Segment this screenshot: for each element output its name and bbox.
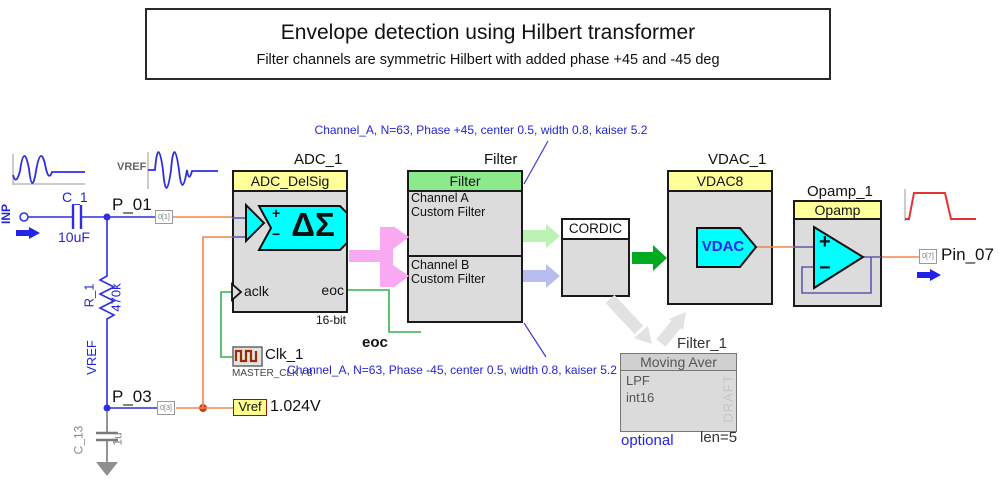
junction-dots: [103, 213, 207, 412]
pink-split-arrow: [349, 226, 409, 288]
p03-node-label: P_03: [112, 387, 152, 406]
cordic-block[interactable]: CORDIC: [561, 218, 630, 297]
channel-a-sub-label: Custom Filter: [411, 205, 486, 219]
blue-analog-wires[interactable]: [28, 216, 157, 409]
ground-icon: [96, 462, 118, 476]
adc-plus-label: +: [272, 205, 281, 221]
adc-minus-label: −: [272, 226, 281, 242]
adc-aclk-label: aclk: [244, 283, 269, 299]
optional-note-label: optional: [621, 432, 674, 449]
vref-value-label: 1.024V: [270, 398, 321, 415]
pin07-pin[interactable]: 0[7]: [919, 249, 937, 264]
vref-waveform-label: VREF: [117, 161, 147, 173]
filter-instance-title: Filter: [484, 151, 518, 168]
clock-source-label: MASTER_CLK / 8: [232, 368, 313, 379]
page-subtitle: Filter channels are symmetric Hilbert wi…: [256, 52, 720, 69]
inp-terminal-label: INP: [0, 203, 14, 225]
cordic-to-vdac-arrow: [632, 245, 667, 271]
opamp-plus-label: +: [819, 231, 831, 253]
c13-value-label: 1u: [110, 432, 125, 446]
filter1-line2-label: int16: [626, 390, 655, 405]
filter1-line1-label: LPF: [626, 373, 650, 388]
adc-instance-title: ADC_1: [294, 151, 343, 168]
cordic-to-filter1-arrow: [605, 294, 652, 344]
channel-a-label: Channel A: [411, 191, 469, 205]
c1-value-label: 10uF: [58, 229, 90, 245]
opamp-minus-label: −: [819, 257, 831, 279]
filter-header: Filter: [409, 172, 521, 192]
p01-pin[interactable]: 0[1]: [155, 210, 173, 224]
filter-block[interactable]: Filter: [407, 170, 523, 323]
vdac-instance-title: VDAC_1: [708, 151, 767, 168]
delta-sigma-label: ΔΣ: [291, 206, 335, 243]
vdac-header: VDAC8: [669, 172, 771, 192]
callout-lines: [523, 140, 549, 358]
draft-watermark: DRAFT: [720, 374, 736, 423]
adc-eoc-label: eoc: [321, 282, 344, 298]
inp-terminal[interactable]: [19, 212, 29, 222]
filter-channel-divider: [409, 255, 521, 257]
moving-average-header: Moving Aver: [621, 354, 736, 371]
channel-a-arrow: [523, 224, 560, 248]
moving-average-block[interactable]: Moving Aver: [620, 353, 737, 432]
r1-value-label: 470k: [108, 283, 124, 312]
inp-direction-arrow: [16, 227, 40, 239]
r1-name-label: R_1: [81, 283, 97, 308]
input-waveform-icon: [12, 154, 85, 185]
opamp-header: Opamp: [795, 202, 880, 220]
c1-name-label: C_1: [62, 189, 88, 205]
pin07-direction-arrow: [917, 269, 941, 281]
cordic-header: CORDIC: [563, 220, 628, 240]
p01-node-label: P_01: [112, 195, 152, 214]
adc-resolution-label: 16-bit: [315, 313, 346, 327]
channel-b-label: Channel B: [411, 258, 470, 272]
adc-header: ADC_DelSig: [234, 172, 346, 192]
annotation-bottom: Channel_A, N=63, Phase -45, center 0.5, …: [287, 363, 617, 377]
opamp-block[interactable]: Opamp: [793, 200, 882, 307]
vref-component[interactable]: Vref: [233, 399, 267, 416]
vref-waveform-icon: [147, 151, 218, 189]
pin07-label: Pin_07: [941, 245, 994, 264]
p03-pin[interactable]: 0[3]: [157, 401, 175, 415]
filter1-len-label: len=5: [700, 429, 738, 446]
title-box: Envelope detection using Hilbert transfo…: [145, 8, 831, 80]
output-waveform-icon: [904, 189, 976, 221]
opamp-instance-title: Opamp_1: [807, 183, 873, 200]
vref-net-label: VREF: [83, 340, 99, 375]
c13-name-label: C_13: [71, 425, 86, 455]
vdac-glyph-label: VDAC: [701, 238, 745, 255]
channel-b-sub-label: Custom Filter: [411, 272, 486, 286]
page-title: Envelope detection using Hilbert transfo…: [280, 21, 696, 44]
eoc-net-label: eoc: [362, 334, 388, 351]
c1-capacitor-icon[interactable]: [71, 205, 83, 229]
channel-b-arrow: [523, 264, 560, 288]
annotation-top: Channel_A, N=63, Phase +45, center 0.5, …: [314, 123, 648, 137]
clock-instance-label: Clk_1: [265, 346, 304, 363]
filter1-instance-title: Filter_1: [677, 335, 728, 352]
